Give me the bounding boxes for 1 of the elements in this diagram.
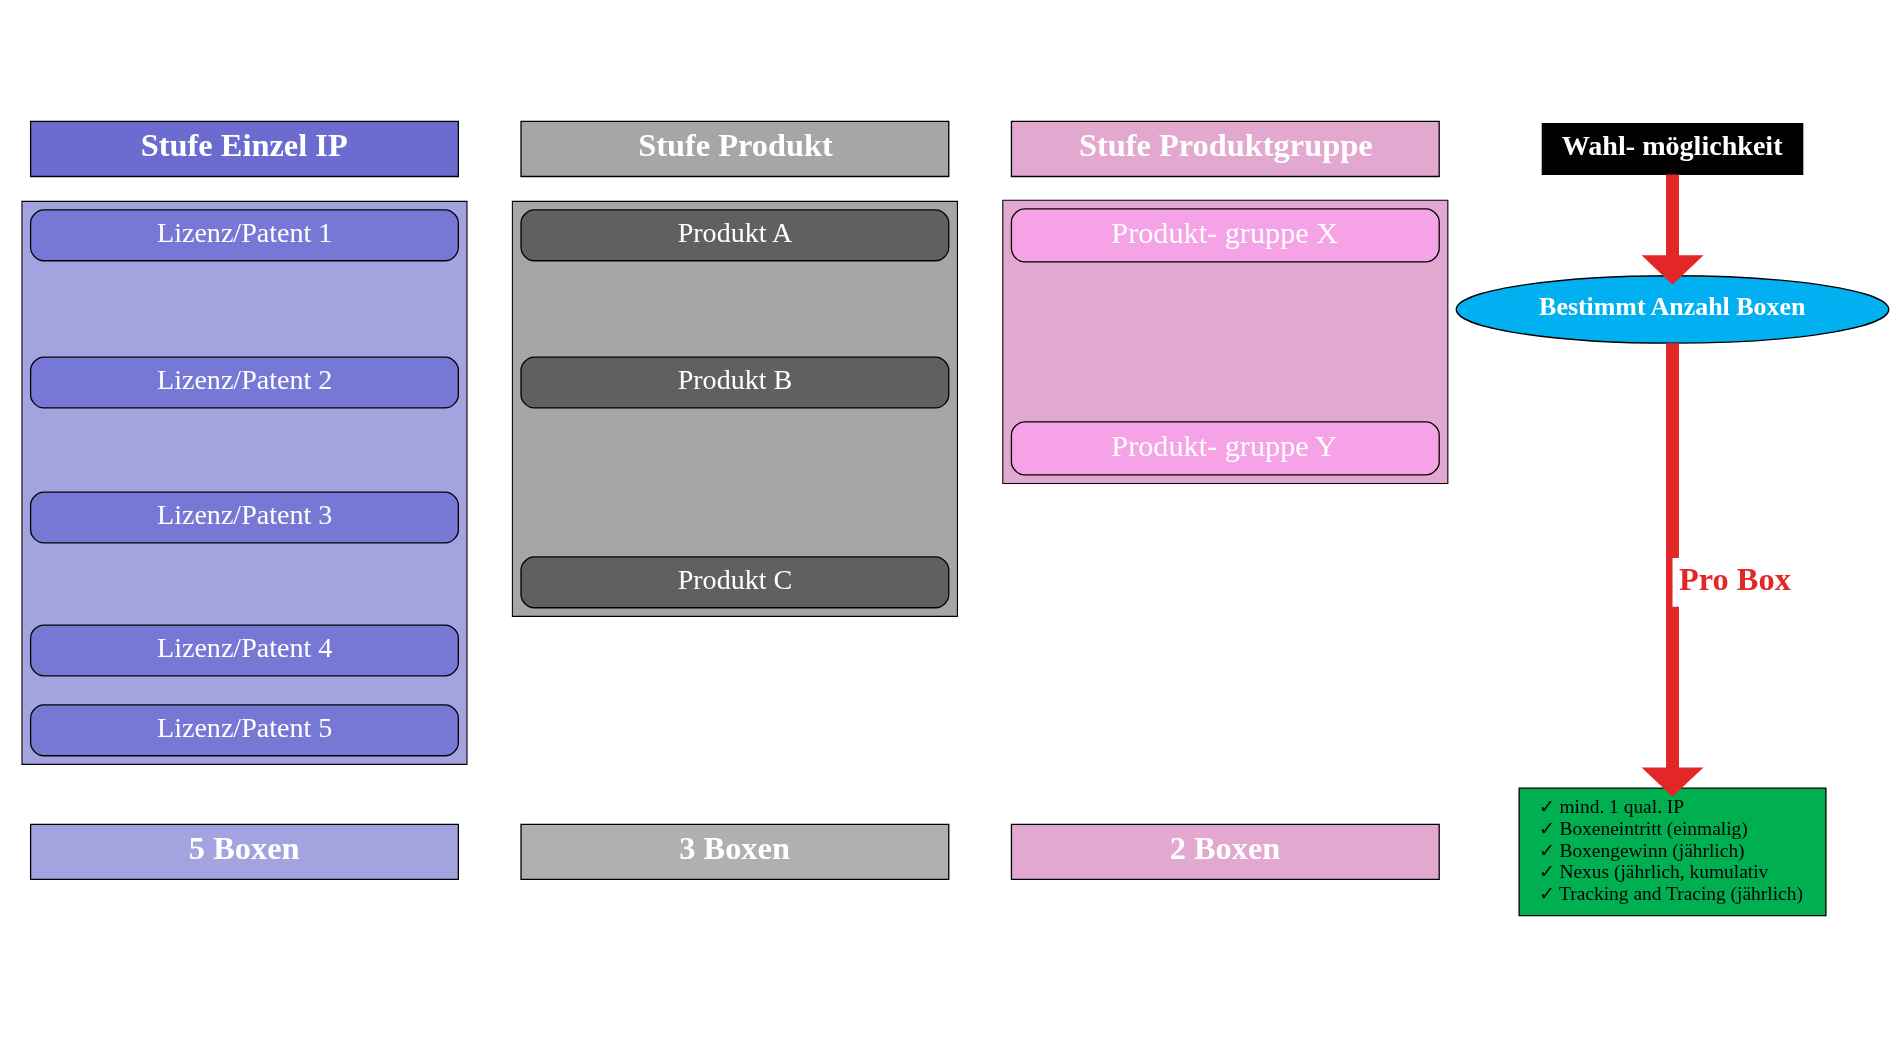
edge-label: Pro Box bbox=[1678, 560, 1791, 597]
